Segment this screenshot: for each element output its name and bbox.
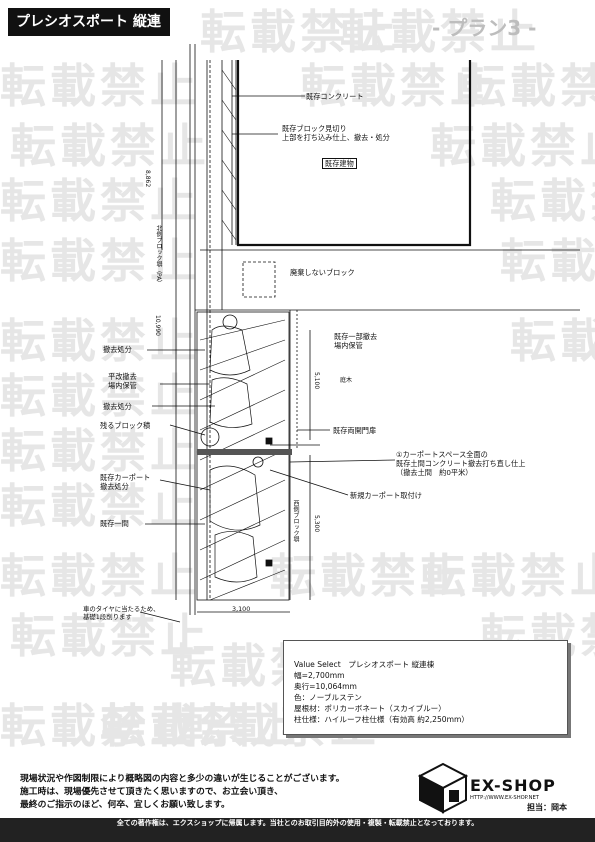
copyright-footer: 全ての著作権は、エクスショップに帰属します。当社とのお取引目的外の使用・複製・転… (0, 818, 595, 842)
label-existing-concrete: 既存コンクリート (306, 92, 364, 101)
label-remain-block: 残るブロック積 (100, 421, 151, 430)
notice-line-3: 最終のご指示のほど、何卒、宜しくお願い致します。 (20, 800, 230, 810)
watermark-text: 転載禁止 (10, 609, 210, 663)
watermark-text: 転載禁止 (300, 59, 500, 113)
watermark-text: 転載禁止 (0, 424, 200, 478)
brand-name: EX-SHOP (470, 776, 556, 795)
spec-width: 幅=2,700mm (294, 671, 345, 680)
watermark-text: 転載禁止 (500, 234, 595, 288)
spec-depth: 奥行=10,064mm (294, 682, 357, 691)
watermark-text: 転載禁止 (340, 5, 540, 59)
label-block-keep: 廃棄しないブロック (290, 268, 355, 277)
label-existing-gate: 既存一間 (100, 519, 129, 528)
cube-logo-icon (418, 762, 468, 814)
label-existing-block-cut: 既存ブロック見切り 上部を打ち込み仕上、撤去・処分 (282, 124, 390, 142)
spec-pillar: 柱仕様：ハイルーフ柱仕様（有効高 約2,250mm） (294, 715, 470, 724)
staff-name: 担当：岡本 (527, 803, 567, 812)
watermark-text: 転載禁止 (200, 5, 400, 59)
block-label: 西側ブロック塀 (292, 500, 299, 542)
label-existing-wall: 既存一部撤去 場内保管 (334, 332, 378, 350)
label-existing-carport: 既存カーポート 撤去処分 (100, 473, 151, 491)
watermark-text: 転載禁止 (0, 59, 200, 113)
watermark-text: 転載禁止 (0, 699, 200, 753)
brand-url: HTTP://WWW.EX-SHOP.NET (470, 795, 539, 801)
label-tire-note: 車のタイヤに当たるため、 基礎1段削ります (83, 605, 160, 621)
label-removal: 撤去処分 (103, 345, 132, 354)
notice-text: 現場状況や作図制限により概略図の内容と多少の違いが生じることがございます。 施工… (20, 773, 344, 812)
dimension-2: 5,100 (313, 372, 320, 390)
watermark-text: 転載禁止 (0, 369, 200, 423)
watermark-text: 転載禁止 (100, 699, 300, 753)
label-existing-gate-door: 既存両開門扉 (333, 426, 377, 435)
watermark-text: 転載禁止 (0, 549, 200, 603)
label-new-carport: 新規カーポート取付け (350, 491, 422, 500)
block-keep-rect (242, 261, 276, 298)
watermark-text: 転載禁止 (430, 119, 595, 173)
boundary-label: 北側ブロック塀（PA） (155, 225, 162, 287)
label-relocate: 平改撤去 場内保管 (108, 372, 137, 390)
watermark-text: 転載禁止 (0, 314, 200, 368)
watermark-text: 転載禁止 (0, 234, 200, 288)
watermark-text: 転載禁止 (0, 174, 200, 228)
watermark-text: 転載禁止 (490, 174, 595, 228)
label-carport-space: ①カーポートスペース全面の 既存土間コンクリート撤去打ち直し仕上 （撤去土間 約… (396, 450, 526, 477)
dimension-4: 3,100 (232, 605, 251, 613)
dimension-1: 8,862 (144, 170, 151, 188)
label-existing-building: 既存建物 (322, 158, 357, 169)
plan-label: - プラン3 - (432, 16, 537, 40)
page-title: プレシオスポート 縦連棟 (8, 8, 170, 58)
label-tree: 庭木 (340, 377, 353, 384)
spec-color: 色：ノーブルステン (294, 693, 362, 702)
spec-box: Value Select プレシオスポート 縦連棟 幅=2,700mm 奥行=1… (283, 640, 568, 735)
dimension-3: 5,300 (313, 515, 320, 533)
watermark-text: 転載禁止 (460, 59, 595, 113)
existing-building-outline (236, 60, 472, 247)
spec-roof: 屋根材：ポリカーボネート（スカイブルー） (294, 704, 446, 713)
notice-line-1: 現場状況や作図制限により概略図の内容と多少の違いが生じることがございます。 (20, 774, 345, 784)
watermark-text: 転載禁止 (10, 119, 210, 173)
dimension-5: 10,990 (154, 315, 161, 336)
watermark-text: 転載禁止 (510, 314, 595, 368)
label-removal-2: 撤去処分 (103, 402, 132, 411)
spec-product: Value Select プレシオスポート 縦連棟 (294, 660, 435, 669)
watermark-text: 転載禁止 (420, 549, 595, 603)
notice-line-2: 施工時は、現場優先させて頂きたく思いますので、お立会い頂き、 (20, 787, 283, 797)
watermark-text: 転載禁止 (270, 549, 470, 603)
